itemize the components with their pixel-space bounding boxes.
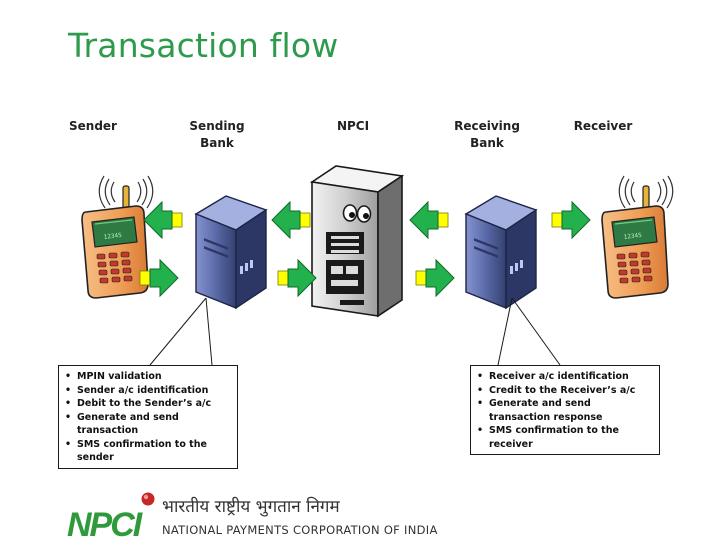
arrow-npci-to-receiving-bank [415, 259, 455, 297]
arrow-sending-bank-to-npci [277, 259, 317, 297]
column-label-npci: NPCI [336, 119, 370, 133]
receiver-phone-display: 12345 [623, 232, 642, 241]
receiver-callout-item: Credit to the Receiver’s a/c [477, 384, 655, 398]
receiver-callout: Receiver a/c identification Credit to th… [470, 365, 660, 455]
npci-server-icon [309, 165, 405, 318]
brand-name-english: NATIONAL PAYMENTS CORPORATION OF INDIA [162, 523, 438, 537]
receiving-bank-server-icon [465, 195, 537, 309]
npci-logo-text: NPCI [67, 506, 144, 542]
sender-phone-display: 12345 [103, 232, 122, 241]
slide-title: Transaction flow [68, 26, 339, 65]
receiver-callout-connector-1 [497, 297, 513, 366]
arrow-receiver-to-receiving-bank [551, 201, 591, 239]
brand-name-hindi: भारतीय राष्ट्रीय भुगतान निगम [162, 497, 340, 517]
sender-callout-list: MPIN validation Sender a/c identificatio… [65, 370, 233, 465]
sender-callout-item: Generate and send transaction [65, 411, 233, 438]
arrow-receiver-to-sending-bank-top [143, 201, 183, 239]
sender-callout-connector-1 [149, 297, 207, 366]
sender-callout-item: MPIN validation [65, 370, 233, 384]
sender-callout-connector-2 [205, 297, 213, 366]
column-label-receiver: Receiver [573, 119, 633, 133]
arrow-receiving-bank-to-npci [409, 201, 449, 239]
receiver-callout-item: Receiver a/c identification [477, 370, 655, 384]
sender-callout-item: Debit to the Sender’s a/c [65, 397, 233, 411]
sender-callout-item: Sender a/c identification [65, 384, 233, 398]
sender-callout-item: SMS confirmation to the sender [65, 438, 233, 465]
column-label-sender: Sender [69, 119, 117, 133]
sending-bank-server-icon [195, 195, 267, 309]
receiver-callout-list: Receiver a/c identification Credit to th… [477, 370, 655, 451]
receiver-callout-item: Generate and send transaction response [477, 397, 655, 424]
receiver-callout-connector-2 [511, 297, 561, 366]
sender-callout: MPIN validation Sender a/c identificatio… [58, 365, 238, 469]
npci-logo-dot-icon [141, 492, 155, 506]
npci-logo: NPCI [67, 492, 155, 542]
receiver-callout-item: SMS confirmation to the receiver [477, 424, 655, 451]
arrow-npci-to-sending-bank [271, 201, 311, 239]
